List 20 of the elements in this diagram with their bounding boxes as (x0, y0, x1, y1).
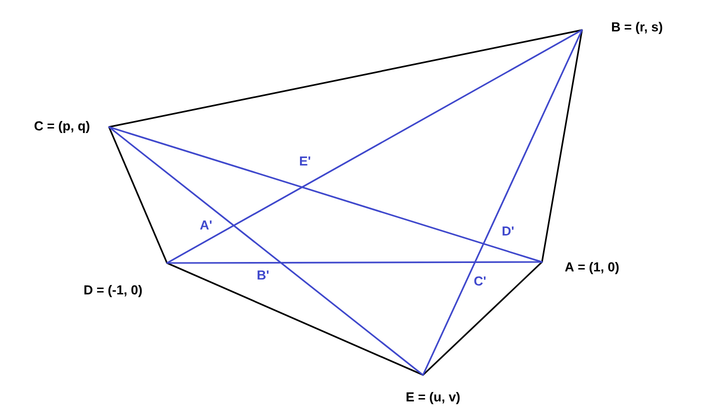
line-segment (108, 126, 543, 263)
intersection-label: A' (200, 220, 212, 230)
vertex-label: E = (u, v) (406, 392, 460, 404)
vertex-label: D = (-1, 0) (84, 284, 142, 298)
line-segment (108, 126, 168, 264)
intersection-label: E' (300, 156, 310, 166)
line-segment (166, 261, 543, 264)
vertex-label: C = (p, q) (34, 120, 90, 134)
line-segment (166, 29, 583, 264)
line-segment (108, 29, 583, 128)
line-segment (422, 29, 583, 376)
intersection-label: B' (258, 270, 269, 280)
intersection-label: D' (502, 226, 514, 236)
intersection-label: C' (474, 276, 486, 286)
line-segment (422, 261, 543, 376)
line-segment (541, 29, 583, 263)
line-segment (108, 126, 424, 376)
vertex-label: B = (r, s) (612, 22, 662, 34)
line-segment (166, 262, 424, 376)
vertex-label: A = (1, 0) (565, 262, 619, 274)
